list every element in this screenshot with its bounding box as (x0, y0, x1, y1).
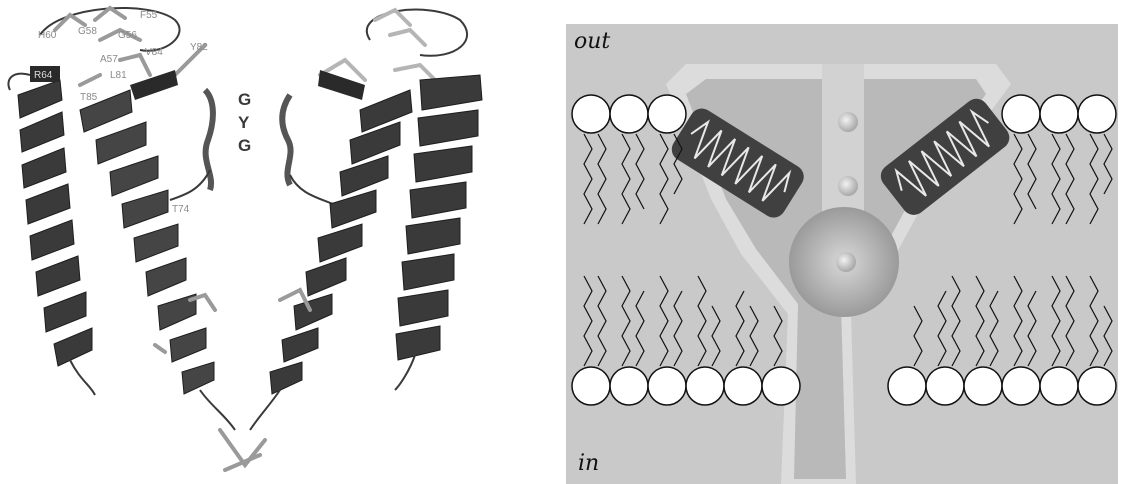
left-turret-loop (40, 8, 180, 51)
residue-label-l81: L81 (110, 70, 127, 81)
lipid-heads-upper-left (572, 95, 686, 133)
right-sidechains (320, 10, 435, 80)
filter-letter-g1: G (238, 90, 251, 109)
residue-label-t74: T74 (172, 204, 190, 215)
left-inner-helix (80, 90, 214, 394)
left-pore-helix (130, 70, 178, 100)
channel-schematic-diagram: out in (566, 24, 1118, 484)
right-outer-helix (396, 75, 482, 360)
residue-label-g56: G56 (118, 30, 137, 41)
residue-label-r64: R64 (34, 70, 53, 81)
left-sidechains (55, 8, 205, 85)
residue-label-g58: G58 (78, 26, 97, 37)
left-outer-helix (18, 80, 92, 366)
residue-label-f55: F55 (140, 10, 158, 21)
label-out: out (574, 29, 610, 54)
channel-schematic-svg: out in (566, 24, 1118, 484)
residue-label-t85: T85 (80, 92, 98, 103)
residue-label-v84: V84 (145, 47, 163, 58)
ion-top (838, 112, 858, 132)
ion-middle (838, 176, 858, 196)
residue-label-y82: Y82 (190, 42, 208, 53)
filter-letter-y: Y (238, 113, 250, 132)
right-inner-helix (270, 90, 412, 394)
residue-label-h60: H60 (38, 30, 57, 41)
protein-structure-svg: R64 F55 V84 Y82 A57 L81 T85 T74 H60 G58 … (0, 0, 560, 484)
protein-structure-diagram: R64 F55 V84 Y82 A57 L81 T85 T74 H60 G58 … (0, 0, 560, 484)
label-in: in (578, 451, 599, 476)
lipid-heads-upper-right (1002, 95, 1116, 133)
ion-cavity (836, 252, 856, 272)
filter-letter-g2: G (238, 136, 251, 155)
residue-label-a57: A57 (100, 54, 118, 65)
